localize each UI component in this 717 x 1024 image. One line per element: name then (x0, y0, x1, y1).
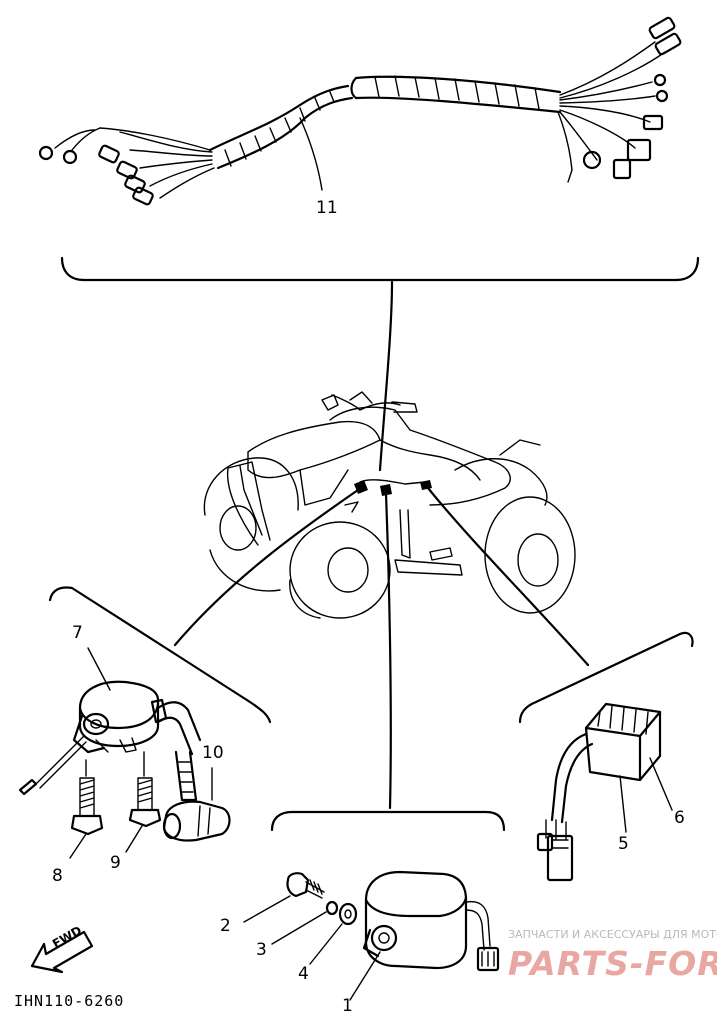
callout-8: 8 (52, 866, 63, 886)
leader-2 (243, 895, 291, 923)
leader-3 (271, 911, 327, 945)
callout-1: 1 (342, 996, 353, 1016)
callout-4: 4 (298, 964, 309, 984)
ignition-coil (18, 680, 202, 796)
atv-outline (203, 391, 576, 619)
callout-3: 3 (256, 940, 267, 960)
bolt-8 (69, 777, 104, 859)
callout-10: 10 (202, 743, 224, 763)
leader-6 (649, 757, 673, 811)
bolt-2 (286, 872, 325, 899)
bolt-9 (125, 777, 162, 853)
callout-9: 9 (110, 853, 121, 873)
cdi-unit (362, 870, 500, 972)
leader-left (173, 488, 360, 647)
right-bracket (518, 631, 694, 724)
leader-5 (619, 775, 627, 833)
harness-bracket (60, 256, 700, 282)
left-bracket (48, 586, 272, 724)
callout-6: 6 (674, 808, 685, 828)
fwd-arrow (30, 930, 94, 974)
leader-7 (87, 647, 111, 691)
callout-5: 5 (618, 834, 629, 854)
callout-11: 11 (316, 198, 338, 218)
center-bracket (270, 810, 506, 832)
washer-3 (325, 900, 339, 916)
wire-harness (38, 16, 682, 206)
drawing-code: IHN110-6260 (14, 992, 125, 1010)
watermark-brand: PARTS-FOR.RU (508, 944, 717, 983)
rectifier-regulator (536, 702, 662, 882)
leader-right (426, 486, 590, 667)
leader-4 (309, 923, 343, 965)
washer-4 (338, 902, 358, 926)
callout-2: 2 (220, 916, 231, 936)
harness-leader (378, 280, 394, 472)
spark-plug-cap (162, 750, 231, 842)
leader-center (384, 492, 392, 810)
callout-7: 7 (72, 623, 83, 643)
watermark-tagline: ЗАПЧАСТИ И АКСЕССУАРЫ ДЛЯ МОТОТЕХНИКИ (508, 928, 717, 941)
leader-1 (349, 951, 381, 1001)
